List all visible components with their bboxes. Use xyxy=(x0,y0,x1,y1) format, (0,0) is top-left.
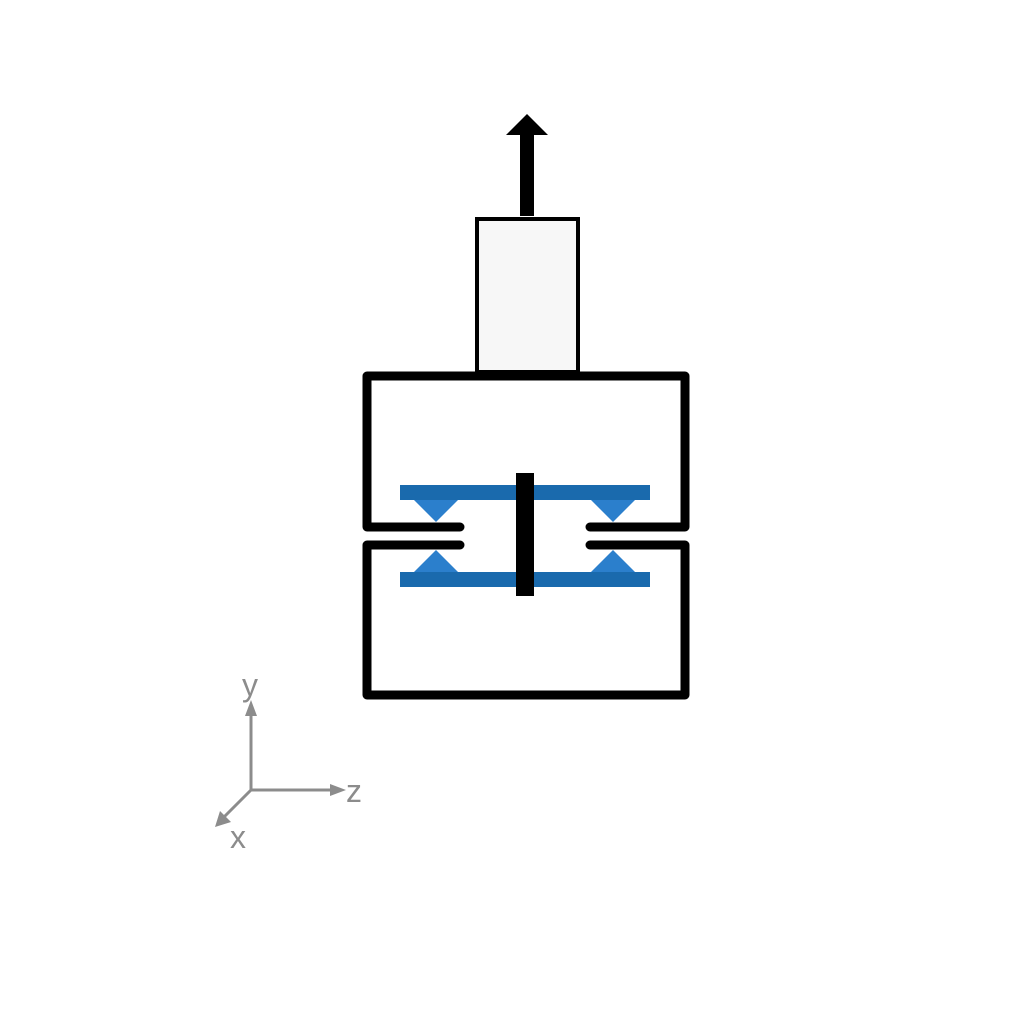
x-axis-arrowhead xyxy=(215,811,231,827)
x-axis-line xyxy=(220,788,253,821)
y-axis-label: y xyxy=(242,667,258,703)
arrow-head xyxy=(506,114,548,135)
flexure-mechanism xyxy=(400,473,650,596)
lower-right-hinge xyxy=(590,550,636,573)
pull-block xyxy=(475,217,580,374)
arrow-up-icon xyxy=(506,114,548,216)
upper-frame xyxy=(362,371,690,532)
y-axis-arrowhead xyxy=(245,700,257,716)
arrow-shaft xyxy=(520,130,534,216)
lower-left-hinge xyxy=(413,550,459,573)
upper-right-hinge xyxy=(590,499,636,522)
lower-frame xyxy=(362,540,690,700)
z-axis-label: z xyxy=(346,773,362,809)
x-axis-label: x xyxy=(230,819,246,855)
center-rod xyxy=(516,473,534,596)
upper-left-hinge xyxy=(413,499,459,522)
z-axis-arrowhead xyxy=(330,784,346,796)
xyz-axes-icon: y z x xyxy=(215,667,362,855)
